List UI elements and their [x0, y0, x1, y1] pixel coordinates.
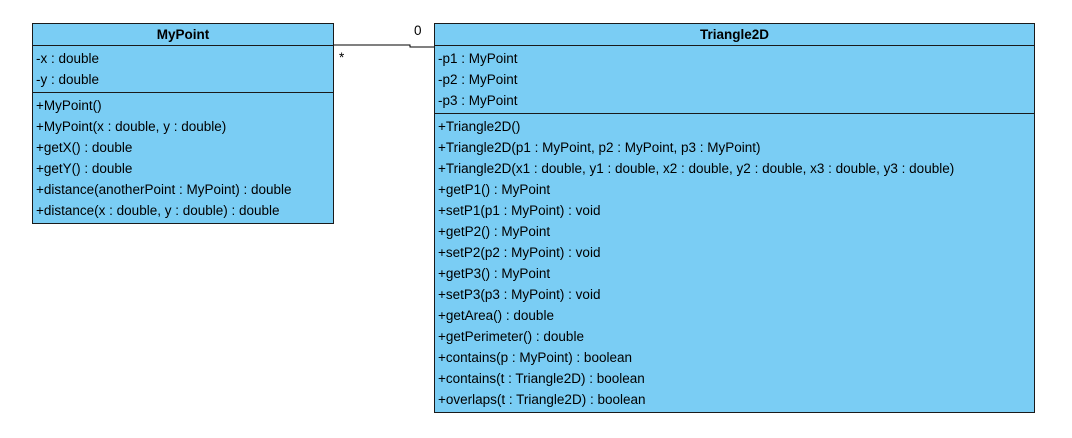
- operation: +getP1() : MyPoint: [438, 182, 551, 197]
- attribute: -p3 : MyPoint: [438, 93, 518, 108]
- operation: +overlaps(t : Triangle2D) : boolean: [438, 392, 646, 407]
- operation: +distance(anotherPoint : MyPoint) : doub…: [36, 182, 292, 197]
- operation: +getP2() : MyPoint: [438, 224, 551, 239]
- operation: +Triangle2D(x1 : double, y1 : double, x2…: [438, 161, 955, 176]
- operation: +MyPoint(x : double, y : double): [36, 119, 227, 134]
- attributes-compartment: -p1 : MyPoint -p2 : MyPoint -p3 : MyPoin…: [435, 46, 1034, 113]
- operation: +setP1(p1 : MyPoint) : void: [438, 203, 601, 218]
- operation: +setP2(p2 : MyPoint) : void: [438, 245, 601, 260]
- operations-compartment: +MyPoint() +MyPoint(x : double, y : doub…: [33, 92, 333, 223]
- operation: +getArea() : double: [438, 308, 554, 323]
- multiplicity-triangle-end: 0: [414, 23, 422, 38]
- operation: +contains(t : Triangle2D) : boolean: [438, 371, 645, 386]
- attribute: -y : double: [36, 72, 100, 87]
- attribute: -x : double: [36, 51, 100, 66]
- class-name: Triangle2D: [435, 24, 1034, 46]
- operation: +distance(x : double, y : double) : doub…: [36, 203, 280, 218]
- operation: +getX() : double: [36, 140, 133, 155]
- class-mypoint[interactable]: MyPoint -x : double -y : double +MyPoint…: [32, 23, 334, 224]
- operation: +Triangle2D(): [438, 119, 521, 134]
- attributes-compartment: -x : double -y : double: [33, 46, 333, 92]
- operations-compartment: +Triangle2D() +Triangle2D(p1 : MyPoint, …: [435, 113, 1034, 412]
- operation: +setP3(p3 : MyPoint) : void: [438, 287, 601, 302]
- attribute: -p2 : MyPoint: [438, 72, 518, 87]
- operation: +MyPoint(): [36, 98, 102, 113]
- operation: +contains(p : MyPoint) : boolean: [438, 350, 632, 365]
- operation: +Triangle2D(p1 : MyPoint, p2 : MyPoint, …: [438, 140, 761, 155]
- operation: +getY() : double: [36, 161, 133, 176]
- class-name: MyPoint: [33, 24, 333, 46]
- multiplicity-mypoint-end: *: [339, 50, 345, 65]
- operation: +getP3() : MyPoint: [438, 266, 551, 281]
- operation: +getPerimeter() : double: [438, 329, 584, 344]
- attribute: -p1 : MyPoint: [438, 51, 518, 66]
- class-triangle2d[interactable]: Triangle2D -p1 : MyPoint -p2 : MyPoint -…: [434, 23, 1035, 413]
